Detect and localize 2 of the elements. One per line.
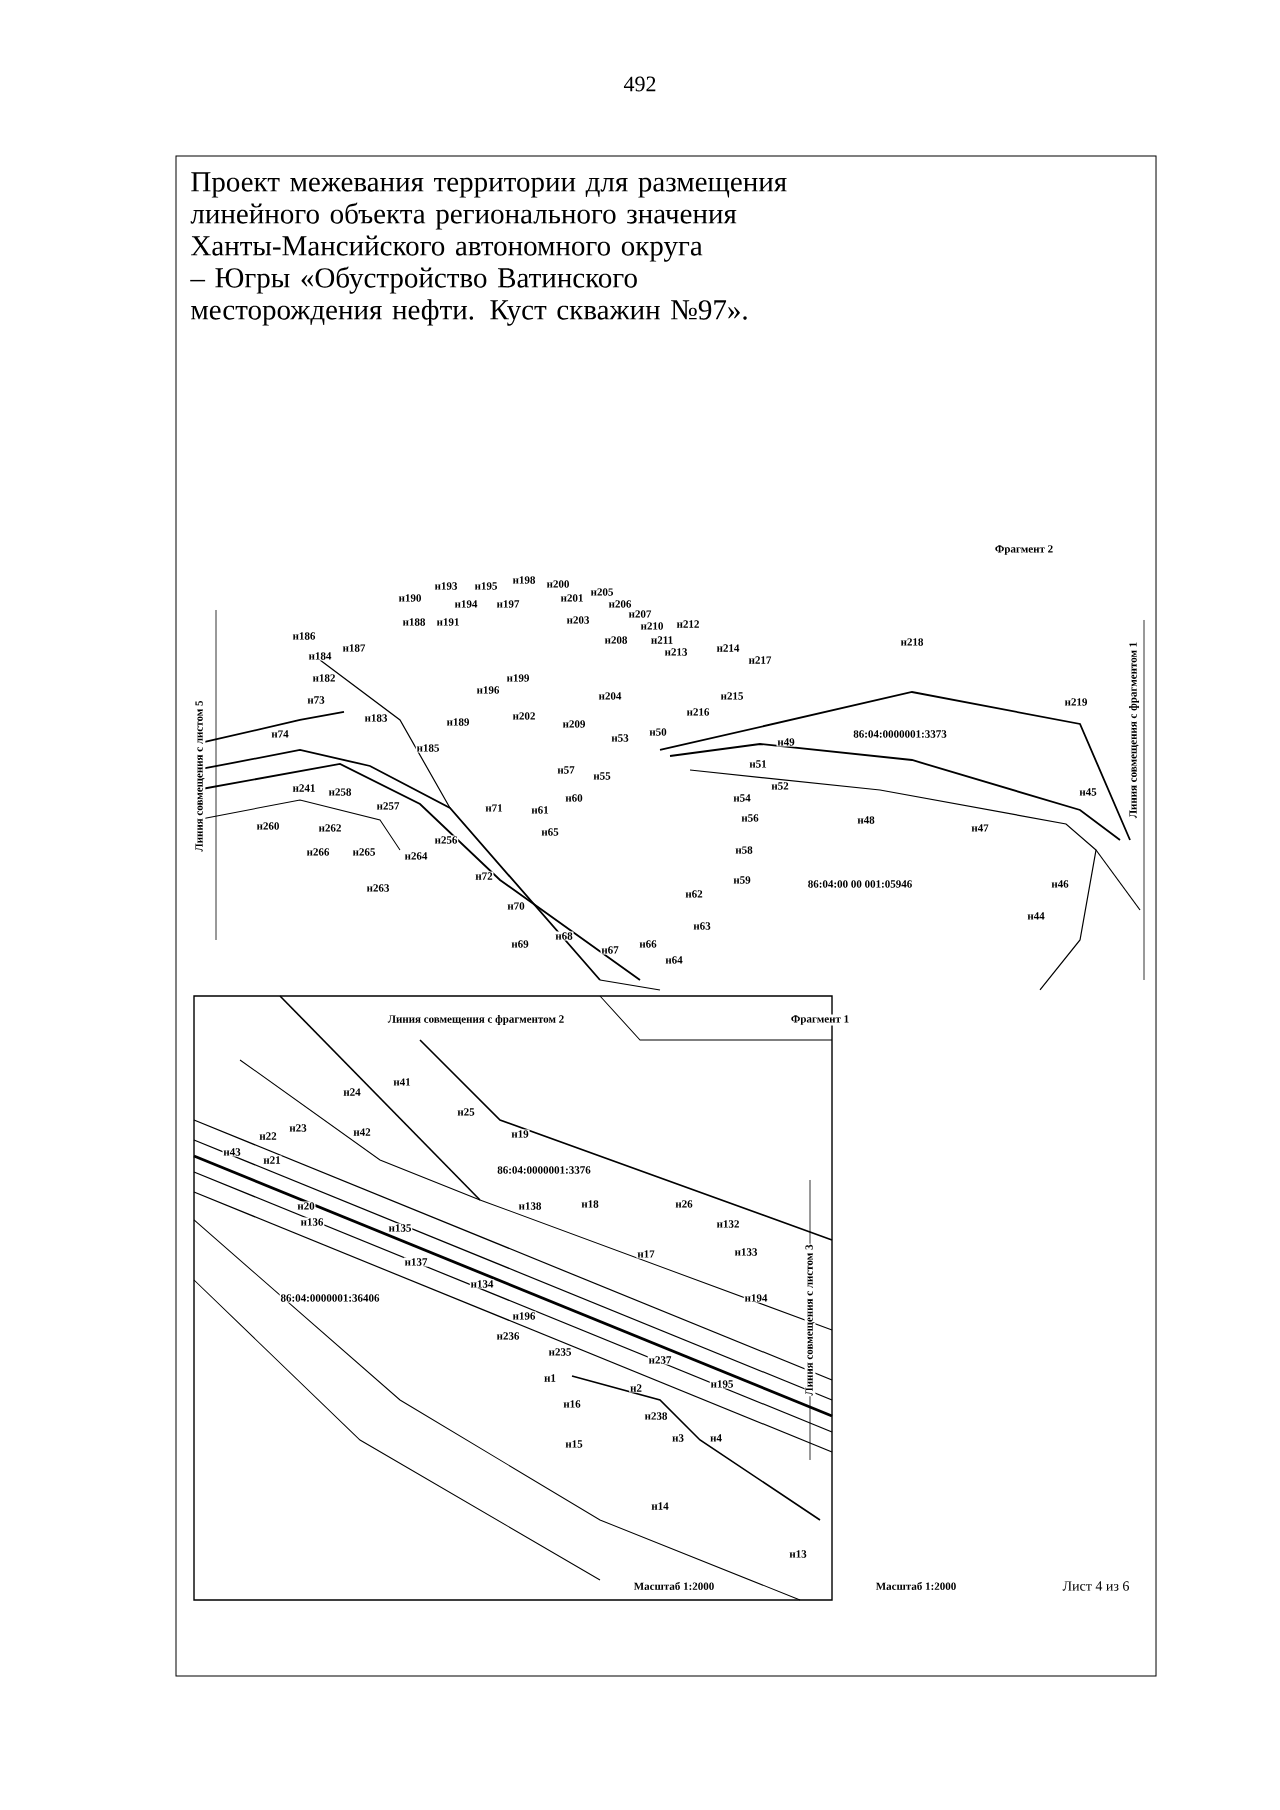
page-number: 492 [622,75,658,93]
title-text: Проект межевания территории для размещения линейного объекта регионального значения Ханты-Мансийского автономного округа – Югры «Обустройство Ватинского месторождения нефти. Куст скважин №97». [190,172,787,326]
